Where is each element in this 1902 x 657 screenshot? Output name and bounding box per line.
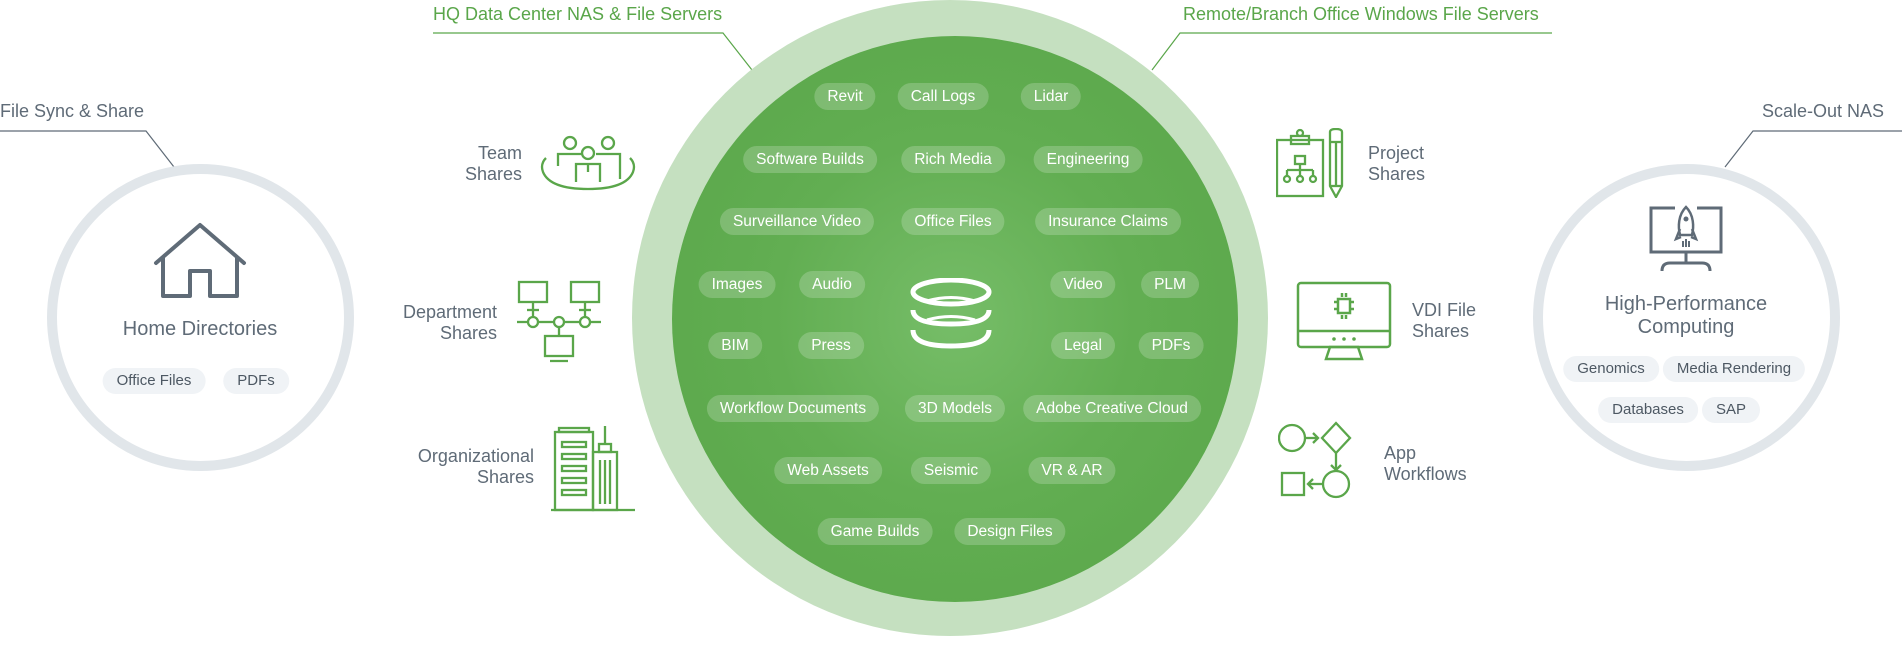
app-workflows-line1: App xyxy=(1384,443,1417,463)
hpc-tag: Genomics xyxy=(1563,356,1659,382)
file-sync-callout-line xyxy=(0,130,175,168)
home-directories-title: Home Directories xyxy=(122,318,278,340)
remote-callout: Remote/Branch Office Windows File Server… xyxy=(1183,4,1539,24)
app-workflows-line2: Workflows xyxy=(1384,464,1467,484)
center-tag: Rich Media xyxy=(901,146,1005,173)
center-tag: PLM xyxy=(1141,271,1199,298)
database-icon xyxy=(910,278,992,349)
center-tag: Video xyxy=(1050,271,1116,298)
team-icon xyxy=(540,135,636,191)
center-tag: Web Assets xyxy=(774,457,882,484)
file-sync-callout: File Sync & Share xyxy=(0,101,145,121)
team-shares-line2: Shares xyxy=(464,164,522,184)
home-tag: PDFs xyxy=(223,368,289,394)
center-tag: Adobe Creative Cloud xyxy=(1023,395,1201,422)
building-icon xyxy=(551,426,635,512)
vdi-file-shares-line2: Shares xyxy=(1412,321,1470,341)
center-tag: Office Files xyxy=(901,208,1005,235)
scale-out-callout-line xyxy=(1724,130,1902,168)
center-tag: Engineering xyxy=(1033,146,1143,173)
house-icon xyxy=(154,223,246,298)
data-center-circle xyxy=(672,36,1238,602)
center-tag: 3D Models xyxy=(904,395,1006,422)
hpc-title: High-Performance Computing xyxy=(1586,293,1786,339)
app-workflows-label: App Workflows xyxy=(1384,443,1494,485)
project-shares-label: Project Shares xyxy=(1368,143,1468,185)
center-tag: Press xyxy=(798,332,864,359)
center-tag: Insurance Claims xyxy=(1035,208,1181,235)
center-tag: Software Builds xyxy=(743,146,877,173)
hpc-tag: SAP xyxy=(1701,397,1761,423)
hpc-tag: Databases xyxy=(1598,397,1698,423)
center-tag: Design Files xyxy=(954,518,1066,545)
hpc-tag: Media Rendering xyxy=(1662,356,1806,382)
department-shares-line1: Department xyxy=(402,302,497,322)
center-tag: BIM xyxy=(708,332,762,359)
hpc-title-line2: Computing xyxy=(1637,316,1735,338)
team-shares-label: Team Shares xyxy=(430,143,522,185)
clipboard-pencil-icon xyxy=(1276,128,1344,198)
center-tag: Seismic xyxy=(910,457,992,484)
department-shares-label: Department Shares xyxy=(380,302,497,344)
scale-out-callout: Scale-Out NAS xyxy=(1762,101,1885,121)
center-tag: Audio xyxy=(799,271,865,298)
organizational-shares-label: Organizational Shares xyxy=(380,446,534,488)
center-tag: Call Logs xyxy=(897,83,989,110)
center-tag: Surveillance Video xyxy=(719,208,875,235)
project-shares-line1: Project xyxy=(1368,143,1425,163)
home-directories-circle xyxy=(47,164,354,471)
vdi-file-shares-label: VDI File Shares xyxy=(1412,300,1512,342)
remote-callout-line xyxy=(1151,32,1552,71)
home-tag: Office Files xyxy=(102,368,206,394)
organizational-shares-line2: Shares xyxy=(476,467,534,487)
center-tag: VR & AR xyxy=(1028,457,1116,484)
hpc-title-line1: High-Performance xyxy=(1604,293,1768,315)
workflow-icon xyxy=(1278,421,1352,499)
center-tag: PDFs xyxy=(1138,332,1204,359)
center-tag: Legal xyxy=(1051,332,1115,359)
network-icon xyxy=(517,280,601,363)
department-shares-line2: Shares xyxy=(439,323,497,343)
center-tag: Revit xyxy=(814,83,876,110)
vdi-monitor-icon xyxy=(1296,281,1392,361)
center-tag: Game Builds xyxy=(817,518,933,545)
vdi-file-shares-line1: VDI File xyxy=(1412,300,1477,320)
center-tag: Lidar xyxy=(1020,83,1082,110)
center-tag: Images xyxy=(698,271,776,298)
hq-callout-line xyxy=(433,32,753,71)
center-tag: Workflow Documents xyxy=(706,395,880,422)
rocket-monitor-icon xyxy=(1649,205,1723,272)
hq-callout: HQ Data Center NAS & File Servers xyxy=(433,4,723,24)
organizational-shares-line1: Organizational xyxy=(417,446,534,466)
team-shares-line1: Team xyxy=(477,143,522,163)
project-shares-line2: Shares xyxy=(1368,164,1426,184)
